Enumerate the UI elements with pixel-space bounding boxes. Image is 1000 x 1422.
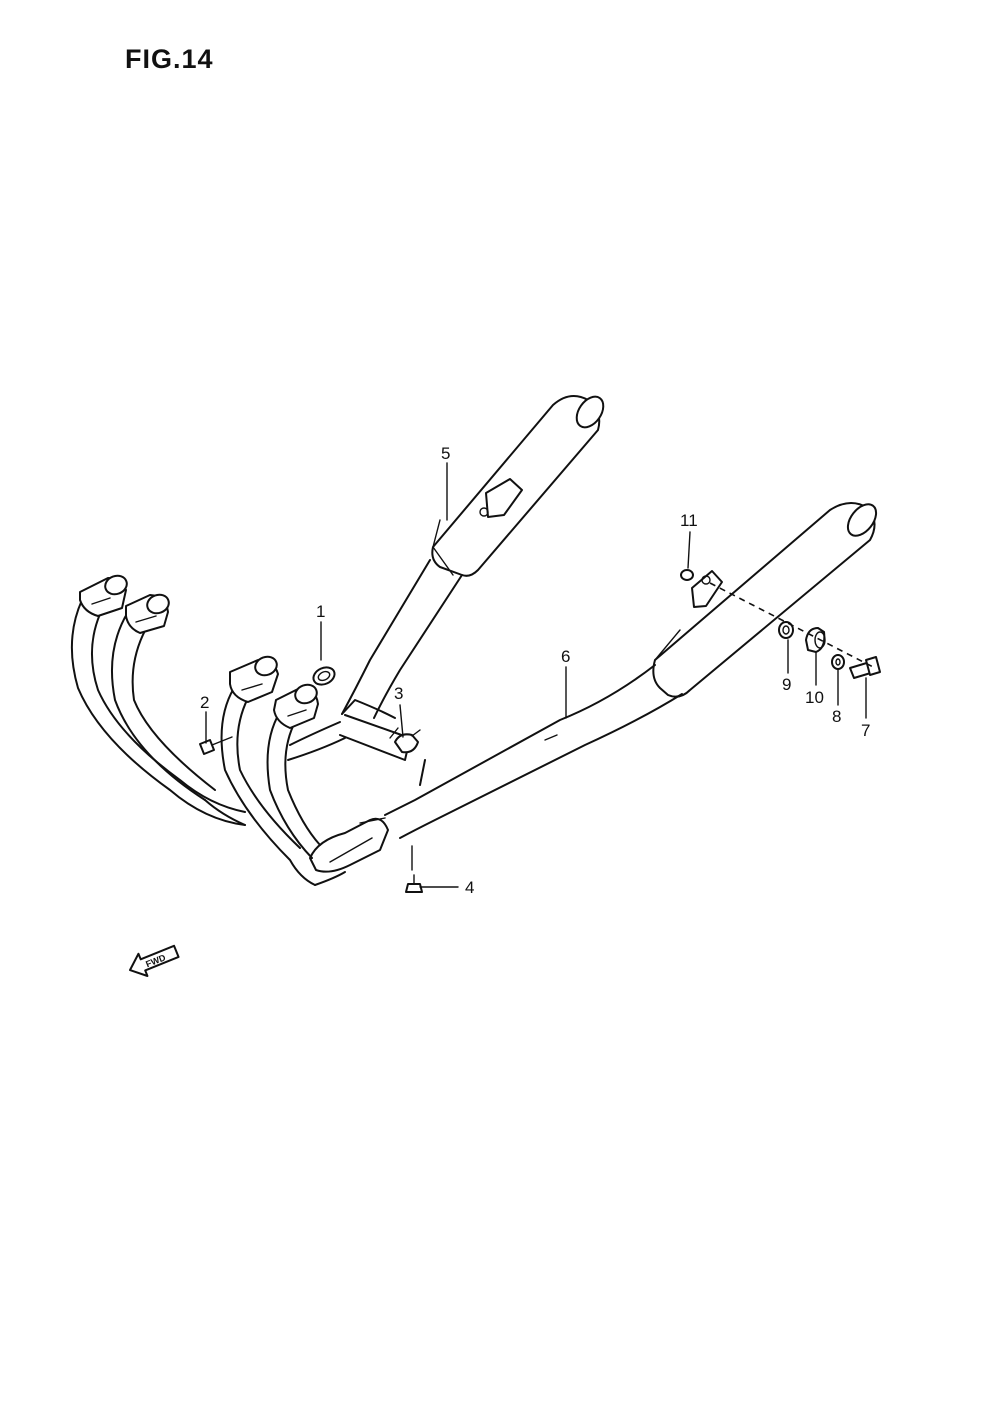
leader-line-3 [399, 704, 404, 738]
mount-washer [831, 654, 845, 670]
bracket-nut [680, 569, 694, 581]
callout-11: 11 [680, 511, 698, 530]
collector [309, 817, 389, 873]
callout-6: 6 [561, 647, 570, 666]
figure-title: FIG.14 [125, 44, 214, 74]
callout-1: 1 [316, 602, 325, 621]
collector-bolt [405, 874, 423, 893]
fwd-arrow-icon: FWD [128, 944, 180, 977]
leader-lines [205, 462, 867, 888]
mount-collar [778, 621, 794, 639]
header-bolt [199, 736, 233, 755]
callout-10: 10 [805, 688, 824, 707]
callout-2: 2 [200, 693, 209, 712]
callout-5: 5 [441, 444, 450, 463]
callout-8: 8 [832, 707, 841, 726]
upper-muffler [431, 395, 605, 577]
mount-bolt [849, 656, 881, 679]
mounting-axis-line [709, 582, 876, 669]
callout-7: 7 [861, 721, 870, 740]
pipe-clamp [389, 727, 421, 754]
lower-connecting-pipe [384, 664, 683, 839]
header-pipes-right [220, 655, 346, 886]
gasket-ring [312, 666, 336, 686]
header-pipes-left [70, 574, 246, 826]
leader-line-11 [687, 531, 691, 569]
upper-connecting-pipe [341, 559, 463, 719]
callout-4: 4 [465, 878, 474, 897]
callout-3: 3 [394, 684, 403, 703]
lower-muffler [652, 502, 878, 698]
callout-9: 9 [782, 675, 791, 694]
